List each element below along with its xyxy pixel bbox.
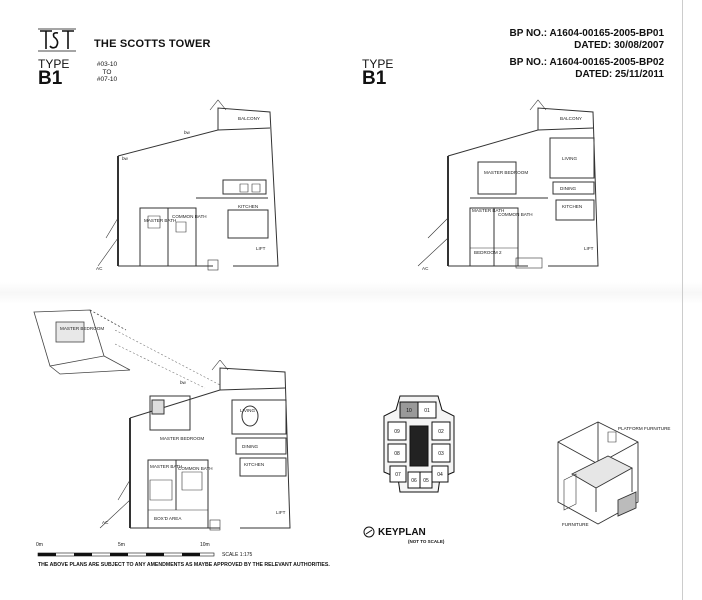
bp-number: BP NO.: A1604-00165-2005-BP02 xyxy=(509,57,664,68)
label-common-bath: COMMON BATH xyxy=(172,214,207,219)
bedroom-inset-sketch: MASTER BEDROOM xyxy=(33,309,131,375)
label-dining: DINING xyxy=(560,186,577,191)
label-living: LIVING xyxy=(562,156,577,161)
type-heading-left: TYPE B1 xyxy=(38,57,70,89)
label-kitchen: KITCHEN xyxy=(244,462,264,467)
disclaimer-note: THE ABOVE PLANS ARE SUBJECT TO ANY AMEND… xyxy=(38,562,330,568)
label-kitchen: KITCHEN xyxy=(562,204,582,209)
bp-block-2: BP NO.: A1604-00165-2005-BP02 DATED: 25/… xyxy=(509,57,664,81)
floor-plan-bp02: BALCONY MASTER BEDROOM LIVING DINING KIT… xyxy=(417,99,599,271)
unit-range: #03-10 TO #07-10 xyxy=(93,61,121,84)
scale-bar-graphic xyxy=(37,552,215,557)
label-ac: AC xyxy=(422,266,429,271)
scale-mark-5: 5m xyxy=(118,542,125,548)
label-common-bath: COMMON BATH xyxy=(498,212,533,217)
type-heading-right: TYPE B1 xyxy=(362,57,394,89)
type-code: B1 xyxy=(38,68,63,89)
bp-block-1: BP NO.: A1604-00165-2005-BP01 DATED: 30/… xyxy=(509,28,664,52)
label-living: LIVING xyxy=(240,408,255,413)
label-lift: LIFT xyxy=(276,510,286,515)
label-master-bedroom: MASTER BEDROOM xyxy=(160,436,204,441)
keyplan-unit: 01 xyxy=(424,408,430,414)
label-lift: LIFT xyxy=(584,246,594,251)
floor-plan-bp01: BALCONY KITCHEN LIFT MASTER BATH COMMON … xyxy=(96,99,279,271)
separator-band xyxy=(0,282,702,304)
label-master-bath: MASTER BATH xyxy=(472,208,504,213)
scale-mark-10: 10m xyxy=(200,542,210,548)
brand-name: THE SCOTTS TOWER xyxy=(94,38,211,50)
inset-label: MASTER BEDROOM xyxy=(60,326,104,331)
keyplan-note: (NOT TO SCALE) xyxy=(408,539,445,544)
scotts-tower-logo xyxy=(38,28,76,52)
label-master-bath: MASTER BATH xyxy=(150,464,182,469)
label-kitchen: KITCHEN xyxy=(238,204,258,209)
scale-bar xyxy=(36,546,216,558)
keyplan-diagram: 10 01 09 02 08 03 07 04 06 05 xyxy=(383,395,455,493)
keyplan-unit: 05 xyxy=(423,478,429,484)
north-arrow-icon xyxy=(363,526,375,538)
keyplan-unit: 10 xyxy=(406,408,412,414)
keyplan-unit: 09 xyxy=(394,429,400,435)
iso-label-platform: PLATFORM FURNITURE xyxy=(618,426,671,431)
keyplan-unit: 08 xyxy=(394,451,400,457)
bp-dated: DATED: 30/08/2007 xyxy=(574,40,664,51)
label-master-bedroom: MASTER BEDROOM xyxy=(484,170,528,175)
keyplan-unit: 06 xyxy=(411,478,417,484)
iso-label-furniture: FURNITURE xyxy=(562,522,589,527)
label-bedroom-2: BEDROOM 2 xyxy=(474,250,502,255)
label-ac: AC xyxy=(96,266,103,271)
label-dining: DINING xyxy=(242,444,259,449)
label-common-bath: COMMON BATH xyxy=(178,466,213,471)
bp-number: BP NO.: A1604-00165-2005-BP01 xyxy=(509,28,664,39)
keyplan-unit: 04 xyxy=(437,472,443,478)
isometric-furniture-sketch xyxy=(557,421,639,525)
keyplan-unit: 03 xyxy=(438,451,444,457)
scale-mark-0: 0m xyxy=(36,542,43,548)
label-bw: bw xyxy=(180,380,187,385)
label-master-bath: MASTER BATH xyxy=(144,218,176,223)
keyplan-unit: 02 xyxy=(438,429,444,435)
type-code: B1 xyxy=(362,68,387,89)
scale-ratio: SCALE 1:175 xyxy=(222,552,253,558)
type-label: TYPE xyxy=(362,57,394,71)
unit-start: #03-10 xyxy=(96,61,118,68)
label-balcony: BALCONY xyxy=(238,116,260,121)
inset-leader-lines xyxy=(115,330,221,389)
page-edge xyxy=(682,0,683,600)
label-ac: AC xyxy=(102,520,109,525)
keyplan-unit: 07 xyxy=(395,472,401,478)
floor-plan-furnished: bw MASTER BEDROOM LIVING DINING KITCHEN … xyxy=(99,360,291,531)
label-balcony: BALCONY xyxy=(560,116,582,121)
label-bw: bw xyxy=(122,156,129,161)
label-bw: bw xyxy=(184,130,191,135)
unit-to: TO xyxy=(102,68,112,76)
keyplan-title: KEYPLAN xyxy=(378,527,426,538)
label-boxed-area: BOX'D AREA xyxy=(154,516,182,521)
bp-dated: DATED: 25/11/2011 xyxy=(575,69,664,80)
unit-end: #07-10 xyxy=(96,76,118,83)
label-lift: LIFT xyxy=(256,246,266,251)
type-label: TYPE xyxy=(38,57,70,71)
